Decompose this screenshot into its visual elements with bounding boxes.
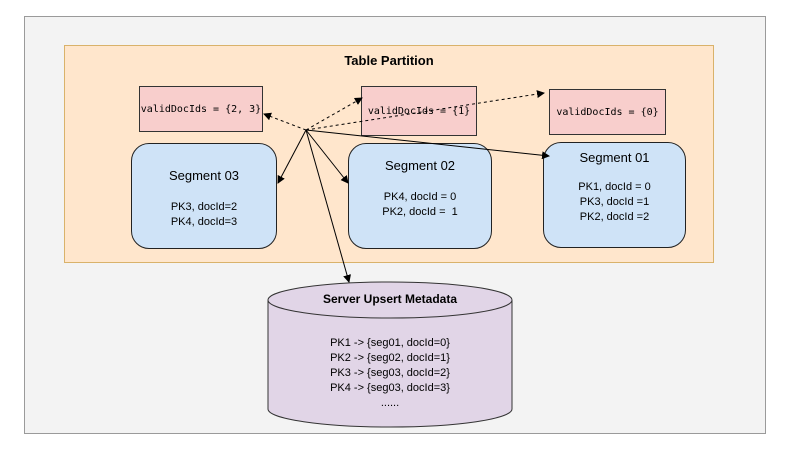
- metadata-title: Server Upsert Metadata: [322, 292, 458, 306]
- segment-02-record: PK4, docId = 0: [383, 191, 457, 203]
- segment-03-record: PK4, docId=3: [170, 216, 238, 228]
- metadata-entries: PK1 -> {seg01, docId=0} PK2 -> {seg02, d…: [268, 336, 512, 411]
- metadata-entry: PK1 -> {seg01, docId=0}: [330, 337, 450, 349]
- segment-02-box: Segment 02 PK4, docId = 0 PK2, docId = 1: [348, 143, 492, 249]
- segment-03-box: Segment 03 PK3, docId=2 PK4, docId=3: [131, 143, 277, 249]
- table-partition-title: Table Partition: [344, 53, 434, 68]
- segment-03-title: Segment 03: [168, 168, 240, 183]
- metadata-entry: PK2 -> {seg02, docId=1}: [330, 352, 450, 364]
- segment-02-record: PK2, docId = 1: [382, 206, 458, 218]
- segment-02-title: Segment 02: [384, 158, 456, 173]
- valid-doc-ids-segment-03: validDocIds = {2, 3}: [139, 86, 263, 132]
- valid-doc-ids-segment-01: validDocIds = {0}: [549, 89, 666, 135]
- segment-01-box: Segment 01 PK1, docId = 0 PK3, docId =1 …: [543, 142, 686, 248]
- metadata-entry: ......: [380, 397, 400, 409]
- metadata-entry: PK4 -> {seg03, docId=3}: [330, 382, 450, 394]
- segment-01-title: Segment 01: [579, 150, 650, 165]
- segment-01-record: PK2, docId =2: [579, 211, 650, 223]
- segment-02-records: PK4, docId = 0 PK2, docId = 1: [349, 190, 491, 220]
- segment-03-records: PK3, docId=2 PK4, docId=3: [132, 200, 276, 230]
- segment-01-records: PK1, docId = 0 PK3, docId =1 PK2, docId …: [544, 180, 685, 225]
- segment-01-record: PK3, docId =1: [579, 196, 650, 208]
- metadata-entry: PK3 -> {seg03, docId=2}: [330, 367, 450, 379]
- segment-03-record: PK3, docId=2: [170, 201, 238, 213]
- segment-01-record: PK1, docId = 0: [578, 181, 651, 193]
- valid-doc-ids-segment-02: validDocIds = {1}: [361, 86, 477, 136]
